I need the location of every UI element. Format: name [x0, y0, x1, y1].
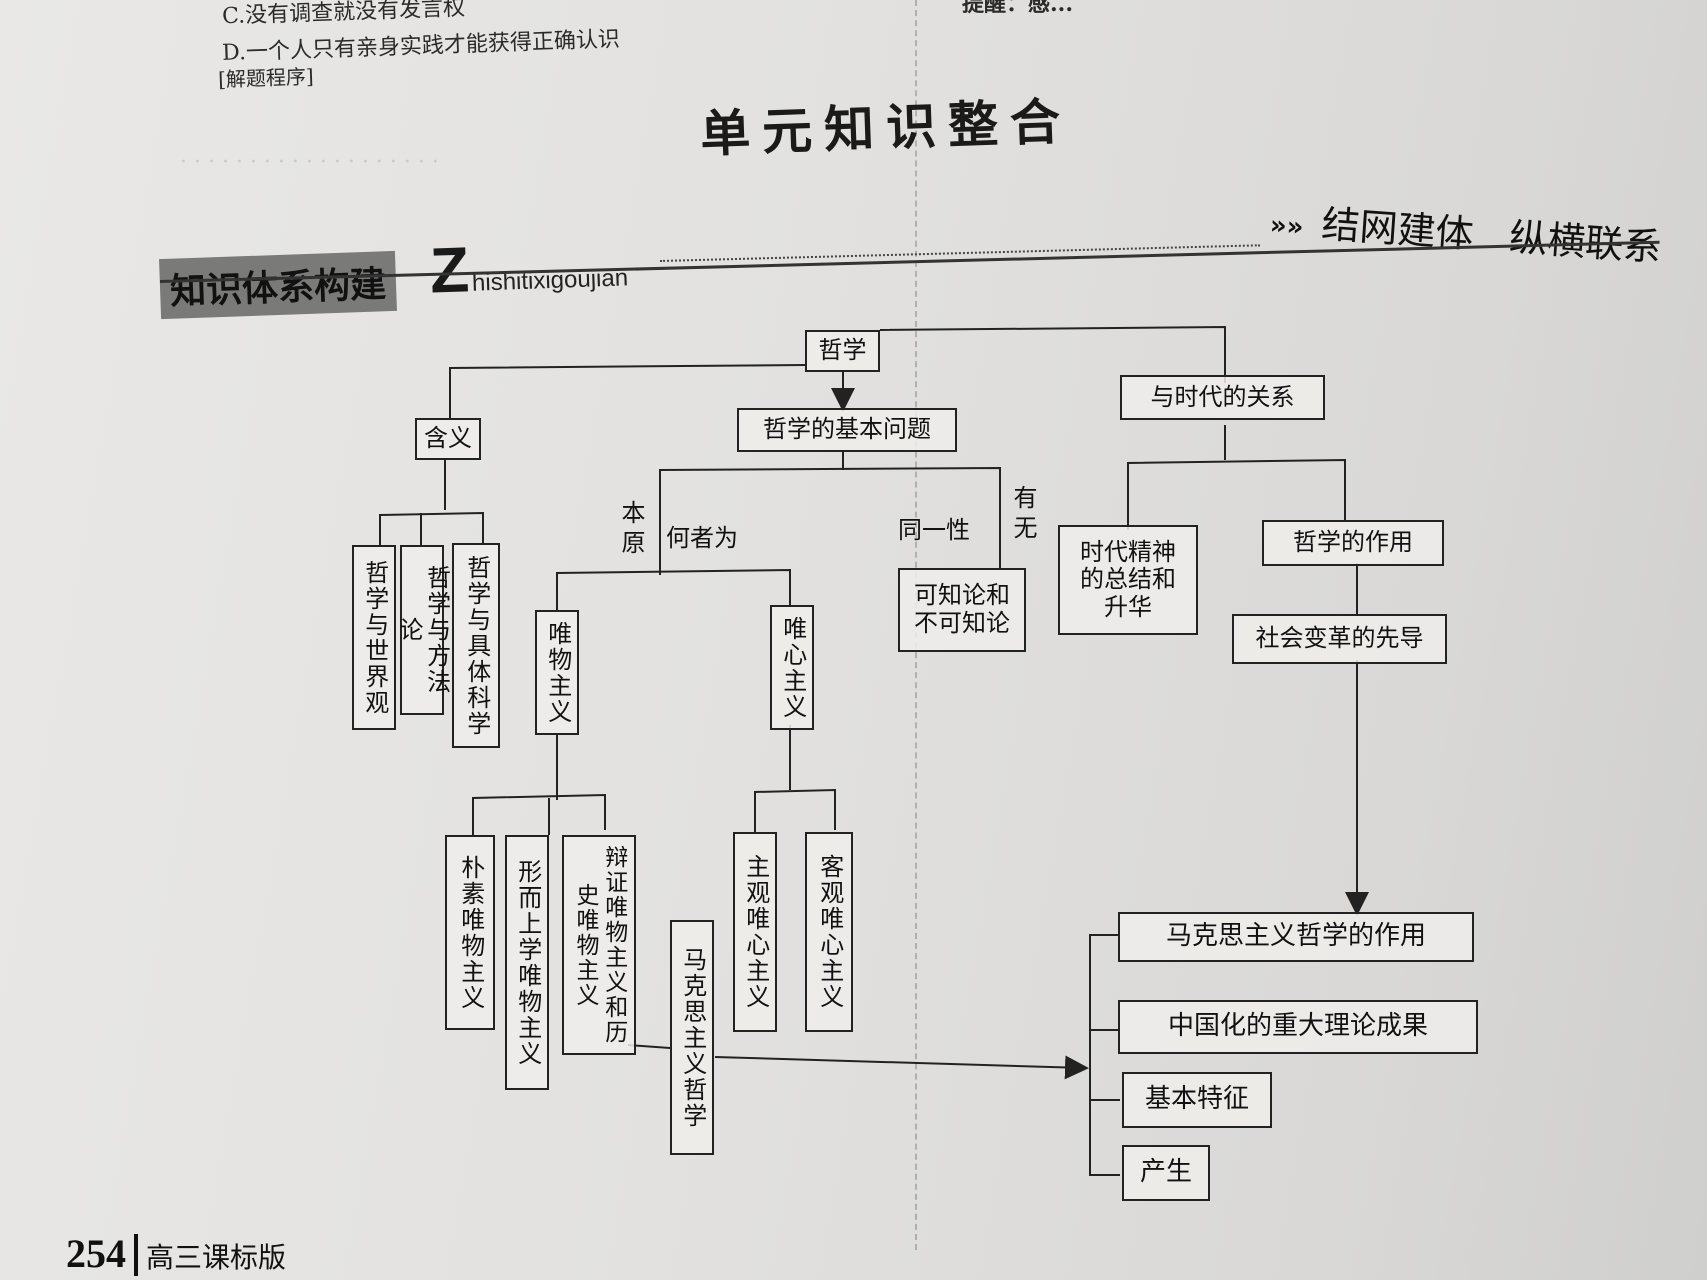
- node-idealism-form: 客观唯心主义: [805, 832, 853, 1032]
- node-meaning: 含义: [415, 418, 481, 460]
- node-materialism-form: 辩证唯物主义和历史唯物主义: [562, 835, 636, 1055]
- node-meaning-item: 哲学与方法论: [395, 545, 451, 715]
- node-role-philosophy: 哲学的作用: [1262, 520, 1444, 566]
- reminder-text: 提醒：感...: [962, 0, 1073, 17]
- node-idealism-form: 主观唯心主义: [733, 832, 777, 1032]
- node-marxism-role: 马克思主义哲学的作用: [1118, 912, 1474, 962]
- node-marxist-philosophy: 马克思主义哲学: [670, 920, 714, 1155]
- bleed-through-text: · · · · · · · · · · · · · · · · · · ·: [180, 150, 439, 175]
- node-social-pioneer: 社会变革的先导: [1232, 614, 1447, 664]
- edge-label-benyuan: 本原: [617, 500, 645, 560]
- edge-label-youwu: 有无: [1009, 485, 1037, 545]
- node-materialism-form: 形而上学唯物主义: [505, 835, 549, 1090]
- node-philosophy-root: 哲学: [805, 330, 880, 372]
- page-number: 254: [66, 1231, 126, 1276]
- node-spirit-of-times: 时代精神的总结和升华: [1058, 525, 1198, 635]
- node-meaning-item: 哲学与具体科学: [452, 543, 500, 748]
- footer-divider: [134, 1234, 138, 1276]
- node-meaning-item: 哲学与世界观: [352, 545, 396, 730]
- node-basic-features: 基本特征: [1122, 1072, 1272, 1128]
- node-emergence: 产生: [1122, 1145, 1210, 1201]
- edge-label-tongyixing: 同一性: [898, 516, 970, 544]
- node-materialism: 唯物主义: [535, 610, 579, 735]
- edge-label-hezhewei: 何者为: [666, 524, 738, 552]
- node-materialism-form: 朴素唯物主义: [445, 835, 495, 1030]
- node-sinicized: 中国化的重大理论成果: [1118, 1000, 1478, 1054]
- node-relation-times: 与时代的关系: [1120, 375, 1325, 420]
- node-idealism: 唯心主义: [770, 605, 814, 730]
- node-knowability: 可知论和不可知论: [898, 568, 1026, 652]
- node-basic-question: 哲学的基本问题: [737, 408, 957, 452]
- edition-label: 高三课标版: [146, 1241, 287, 1274]
